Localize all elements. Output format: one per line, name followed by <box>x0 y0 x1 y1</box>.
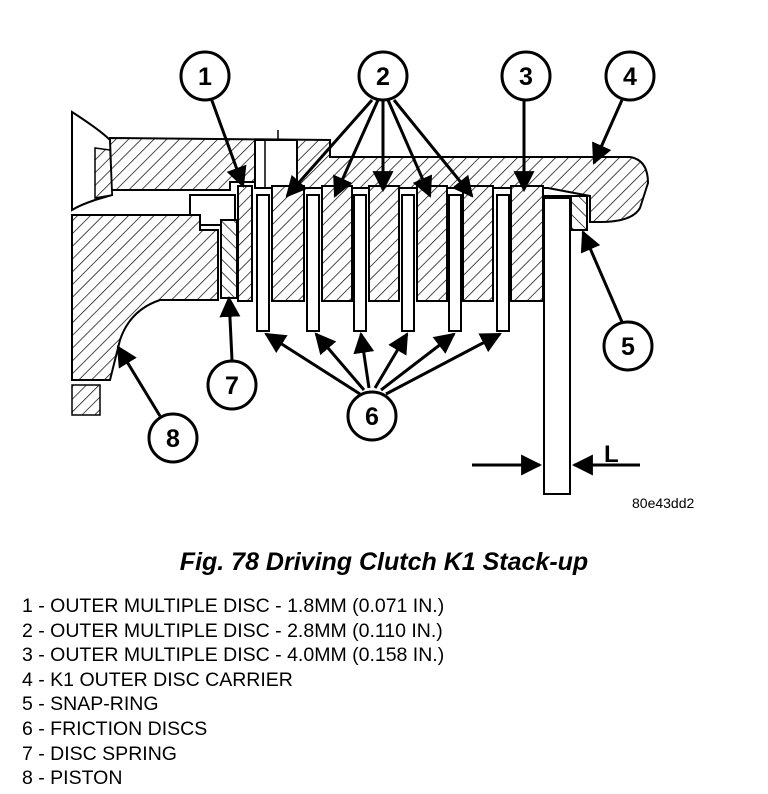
friction-disc <box>401 194 415 332</box>
legend-item: 2 - OUTER MULTIPLE DISC - 2.8MM (0.110 I… <box>22 619 443 642</box>
clutch-stackup-diagram: L 1 2 3 <box>71 50 656 495</box>
figure-caption: Fig. 78 Driving Clutch K1 Stack-up <box>179 548 589 576</box>
outer-disc-1-shape <box>237 185 253 302</box>
friction-disc <box>353 194 367 332</box>
friction-disc <box>306 194 320 332</box>
callout-8: 8 <box>147 412 199 464</box>
callout-number: 1 <box>198 63 212 91</box>
legend-item: 1 - OUTER MULTIPLE DISC - 1.8MM (0.071 I… <box>22 595 445 617</box>
callout-number: 2 <box>376 63 390 91</box>
hub-step <box>189 194 236 226</box>
friction-disc <box>448 194 462 332</box>
measurement-gauge <box>543 197 571 495</box>
snap-ring-shape <box>570 195 588 231</box>
piston-lower <box>71 384 101 416</box>
callout-4: 4 <box>604 50 656 102</box>
figure-ref-code: 80e43dd2 <box>632 495 695 511</box>
outer-disc-2-shape <box>416 185 448 302</box>
disc-spring-shape <box>220 219 238 299</box>
outer-disc-2-shape <box>368 185 400 302</box>
callout-5: 5 <box>602 320 654 372</box>
callout-number: 8 <box>166 425 180 453</box>
friction-disc <box>256 194 270 332</box>
callout-number: 4 <box>623 63 637 91</box>
dimension-label: L <box>604 441 619 468</box>
outer-disc-2-shape <box>321 185 353 302</box>
outer-disc-2-shape <box>462 185 494 302</box>
piston-shape <box>71 214 219 381</box>
callout-number: 3 <box>519 63 533 91</box>
callout-7: 7 <box>206 359 258 411</box>
callout-number: 5 <box>621 333 635 361</box>
callout-number: 7 <box>225 372 239 400</box>
outer-disc-3-shape <box>510 185 544 302</box>
callout-1: 1 <box>179 50 231 102</box>
callout-2: 2 <box>357 50 409 102</box>
legend-item: 6 - FRICTION DISCS <box>22 717 208 740</box>
legend-item: 8 - PISTON <box>22 767 123 790</box>
outer-disc-2-shape <box>271 185 305 302</box>
legend-item: 5 - SNAP-RING <box>22 693 159 716</box>
legend-item: 3 - OUTER MULTIPLE DISC - 4.0MM (0.158 I… <box>22 644 445 667</box>
disc-pack <box>256 185 544 332</box>
legend-item: 4 - K1 OUTER DISC CARRIER <box>22 668 293 691</box>
retainer-block <box>254 139 298 189</box>
carrier-left-wall-inner <box>94 147 113 199</box>
legend-item: 7 - DISC SPRING <box>22 742 177 765</box>
legend-list: 1 - OUTER MULTIPLE DISC - 1.8MM (0.071 I… <box>22 594 444 791</box>
callout-3: 3 <box>500 50 552 102</box>
callout-6: 6 <box>346 390 398 442</box>
friction-disc <box>496 194 510 332</box>
callout-number: 6 <box>365 403 379 431</box>
